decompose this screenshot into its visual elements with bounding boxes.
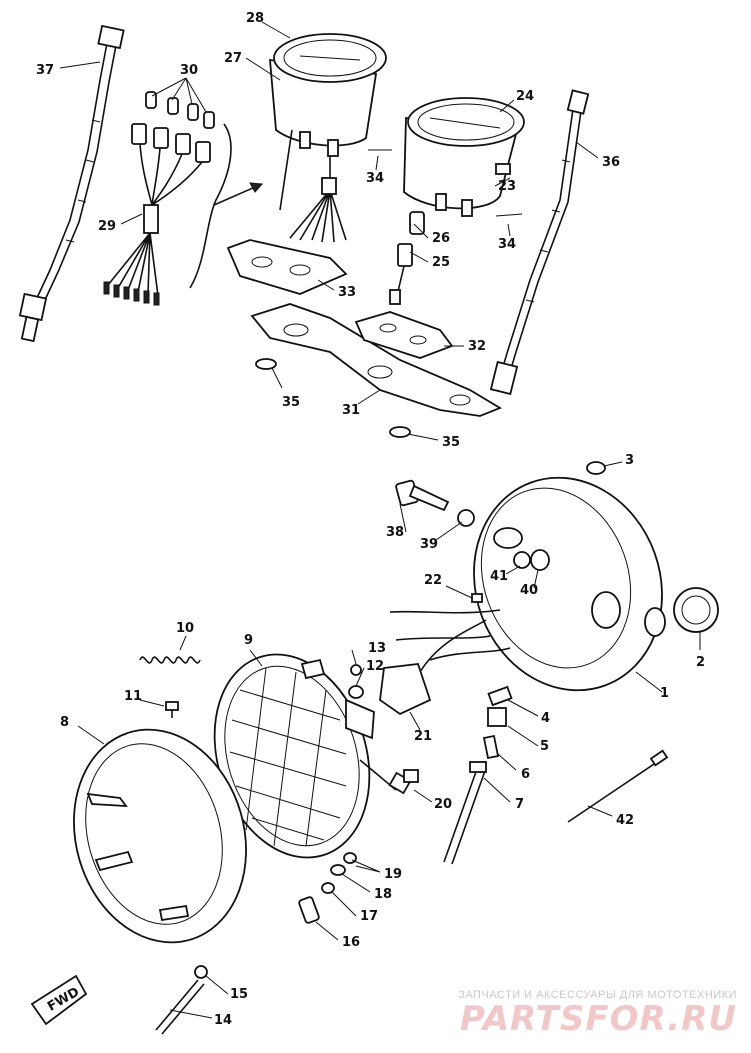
callout-33: 33	[338, 285, 356, 300]
callout-labels: 1 2 3 4 5 6 7 8 9 10 11 12 13 14 15 16 1…	[36, 11, 705, 1028]
callout-25: 25	[432, 255, 450, 270]
callout-20: 20	[434, 797, 452, 812]
mounting-bolt	[395, 479, 550, 571]
indicator-socket	[443, 685, 513, 865]
callout-31: 31	[342, 403, 360, 418]
callout-2: 2	[696, 655, 705, 670]
headlight-wiring	[389, 593, 511, 673]
callout-32: 32	[468, 339, 486, 354]
leader-lines	[59, 21, 701, 1019]
tachometer-gauge	[389, 97, 525, 305]
meter-cable-left	[18, 24, 125, 343]
callout-35-right: 35	[442, 435, 460, 450]
callout-41: 41	[490, 569, 508, 584]
callout-35-left: 35	[282, 395, 300, 410]
adjusting-rod	[567, 749, 669, 823]
callout-34-right: 34	[498, 237, 516, 252]
callout-4: 4	[541, 711, 550, 726]
callout-27: 27	[224, 51, 242, 66]
callout-22: 22	[424, 573, 442, 588]
callout-28: 28	[246, 11, 264, 26]
watermark-caption: ЗАПЧАСТИ И АКСЕССУАРЫ ДЛЯ МОТОТЕХНИКИ	[458, 989, 737, 1001]
headlight-shell	[473, 461, 666, 692]
callout-13: 13	[368, 641, 386, 656]
meter-wiring-harness	[103, 91, 264, 306]
callout-14: 14	[214, 1013, 232, 1028]
callout-17: 17	[360, 909, 378, 924]
speedometer-gauge	[269, 33, 387, 243]
callout-30: 30	[180, 63, 198, 78]
headlight-rim	[73, 728, 247, 944]
callout-40: 40	[520, 583, 538, 598]
callout-11: 11	[124, 689, 142, 704]
relay-unit	[379, 663, 432, 716]
callout-39: 39	[420, 537, 438, 552]
callout-19: 19	[384, 867, 402, 882]
callout-26: 26	[432, 231, 450, 246]
callout-7: 7	[515, 797, 524, 812]
callout-24: 24	[516, 89, 534, 104]
adjusting-spring	[139, 656, 201, 664]
callout-38: 38	[386, 525, 404, 540]
watermark-logo: PARTSFOR.RU	[459, 999, 737, 1039]
callout-6: 6	[521, 767, 530, 782]
fwd-arrow: FWD	[30, 974, 88, 1026]
callout-29: 29	[98, 219, 116, 234]
callout-10: 10	[176, 621, 194, 636]
callout-5: 5	[540, 739, 549, 754]
callout-12: 12	[366, 659, 384, 674]
callout-1: 1	[660, 686, 669, 701]
grommet	[673, 587, 719, 633]
callout-16: 16	[342, 935, 360, 950]
meter-cable-right	[489, 89, 590, 396]
sealed-beam-unit	[213, 653, 419, 859]
rim-screw-hardware	[155, 852, 357, 1035]
callout-18: 18	[374, 887, 392, 902]
callout-42: 42	[616, 813, 634, 828]
callout-15: 15	[230, 987, 248, 1002]
watermark: ЗАПЧАСТИ И АКСЕССУАРЫ ДЛЯ МОТОТЕХНИКИ PA…	[458, 989, 737, 1037]
callout-3: 3	[625, 453, 634, 468]
callout-37: 37	[36, 63, 54, 78]
callout-34-left: 34	[366, 171, 384, 186]
callout-21: 21	[414, 729, 432, 744]
callout-36: 36	[602, 155, 620, 170]
callout-23: 23	[498, 179, 516, 194]
callout-8: 8	[60, 715, 69, 730]
meter-bracket	[226, 239, 503, 438]
small-hardware	[165, 664, 364, 718]
callout-9: 9	[244, 633, 253, 648]
